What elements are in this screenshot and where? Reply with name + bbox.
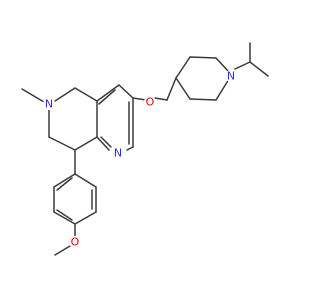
bond (166, 77, 177, 101)
atom-label: N (227, 70, 235, 83)
atom-label: O (71, 236, 80, 249)
bond (54, 87, 76, 102)
bond-layer (21, 42, 269, 256)
bond (249, 61, 269, 77)
bond (74, 211, 97, 225)
bond (189, 98, 217, 101)
bond (215, 57, 230, 73)
bond (21, 88, 45, 103)
bond (53, 211, 76, 225)
atom-ring-nitrogen: N (43, 98, 55, 111)
bond (118, 84, 134, 99)
atom-methoxy-oxygen: O (69, 236, 81, 249)
bond (48, 136, 76, 151)
bond (126, 146, 134, 151)
bond (74, 87, 98, 102)
bond (96, 136, 110, 151)
bond (54, 245, 71, 256)
atom-label: N (45, 98, 53, 111)
atom-label: N (114, 147, 122, 160)
atom-piperidine-nitrogen: N (225, 70, 237, 83)
atom-label: O (146, 96, 155, 109)
atom-label-layer: N O N N O (43, 70, 237, 249)
bond (175, 77, 191, 100)
bond (132, 97, 147, 101)
bond (98, 89, 116, 105)
bond (154, 97, 168, 101)
bond (74, 173, 97, 188)
bond (215, 78, 230, 101)
bond (56, 177, 73, 191)
bond (234, 61, 251, 70)
bond (189, 56, 217, 59)
bond (56, 209, 73, 221)
bond (96, 84, 120, 102)
bond (53, 173, 76, 188)
atom-pyridine-nitrogen: N (112, 147, 124, 160)
bond (175, 56, 191, 79)
atom-ether-oxygen: O (144, 96, 156, 109)
bond (74, 136, 98, 151)
structure-diagram: N O N N O (21, 42, 269, 256)
bond (100, 136, 112, 148)
molecule-canvas: N O N N O (21, 42, 269, 256)
